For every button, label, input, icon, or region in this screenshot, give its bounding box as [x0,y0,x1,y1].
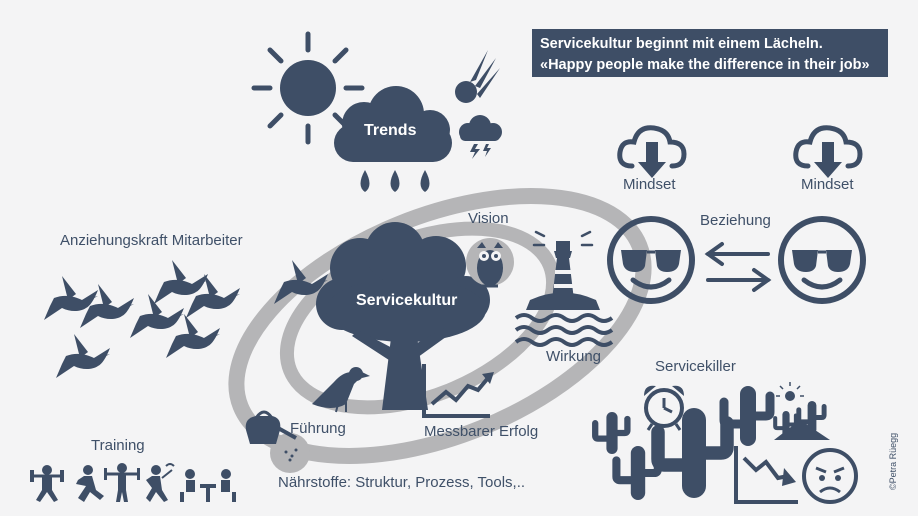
label-vision: Vision [468,210,509,227]
label-messbarer-erfolg: Messbarer Erfolg [424,423,539,440]
quote-box: Servicekultur beginnt mit einem Lächeln.… [532,29,888,77]
copyright-text: ©Petra Rüegg [888,432,898,490]
decline-chart-icon [734,446,798,504]
sun-icon [251,31,365,145]
storm-cloud-icon [459,115,502,159]
label-servicekultur: Servicekultur [356,292,458,309]
label-training: Training [91,437,145,454]
cactus-icon [595,382,830,500]
label-wirkung: Wirkung [546,348,602,365]
lighthouse-icon [514,230,614,347]
growth-chart-icon [422,364,494,418]
training-people-icon [30,463,236,502]
download-cloud-icon [793,125,863,178]
download-cloud-icon [617,125,687,178]
label-fuehrung: Führung [290,420,346,437]
label-anziehungskraft: Anziehungskraft Mitarbeiter [60,232,243,249]
meteor-icon [455,50,500,103]
rain-cloud-icon [334,86,452,192]
label-servicekiller: Servicekiller [655,358,736,375]
exchange-arrows-icon [704,242,772,292]
label-trends: Trends [364,122,417,139]
label-mindset-left: Mindset [623,176,676,193]
bird-icon [312,367,370,413]
label-mindset-right: Mindset [801,176,854,193]
hummingbird-flock [44,260,240,378]
smiley-sunglasses-icon [778,216,866,304]
watering-can-icon [245,410,310,473]
owl-icon [466,238,514,288]
alarm-clock-icon [644,385,684,431]
quote-line-2: «Happy people make the difference in the… [540,57,870,73]
tree-icon [316,222,490,410]
smiley-sunglasses-icon [607,216,695,304]
label-naehrstoffe: Nährstoffe: Struktur, Prozess, Tools,.. [278,474,526,491]
label-beziehung: Beziehung [700,212,771,229]
quote-line-1: Servicekultur beginnt mit einem Lächeln. [540,36,823,52]
angry-face-icon [802,448,858,504]
